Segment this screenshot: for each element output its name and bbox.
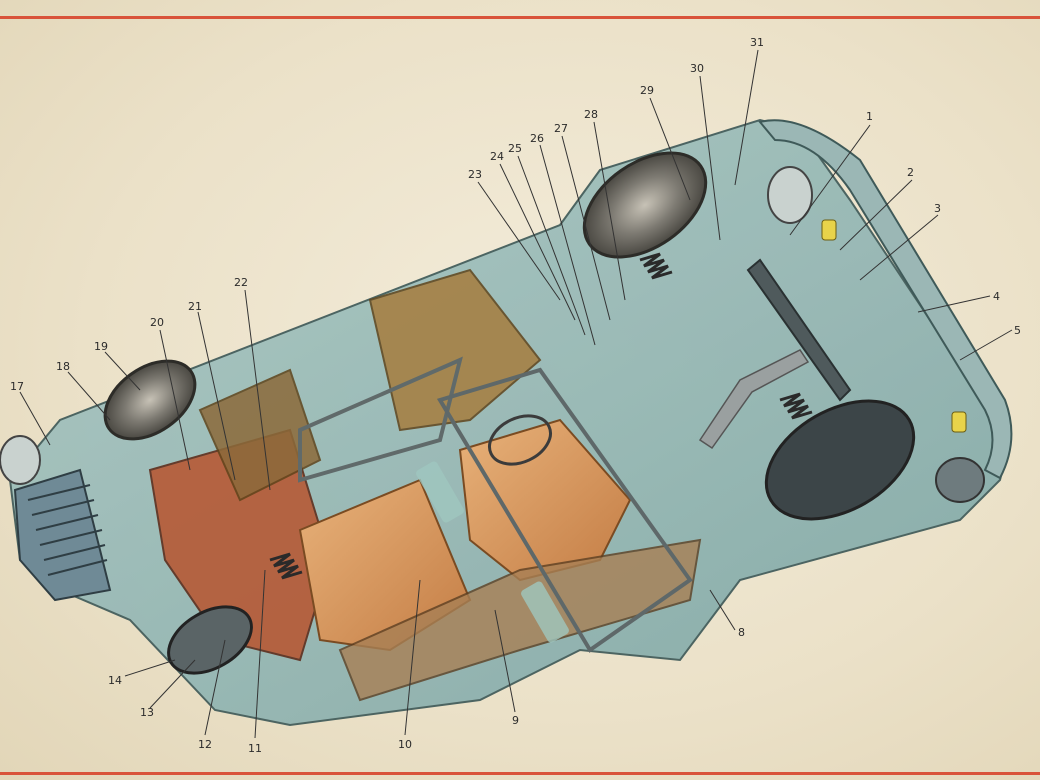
windshield-glass-left <box>416 461 464 523</box>
callout-label: 3 <box>934 202 941 215</box>
rear-wheel-left <box>167 605 253 675</box>
callout-label: 24 <box>490 150 504 163</box>
callout-label: 25 <box>508 142 522 155</box>
headlight-lower <box>935 457 985 503</box>
indicator-lamp-side <box>951 411 967 433</box>
callout-label: 4 <box>993 290 1000 303</box>
callout-label: 22 <box>234 276 248 289</box>
callout-label: 11 <box>248 742 262 755</box>
callout-label: 29 <box>640 84 654 97</box>
windshield-glass-right <box>521 581 569 643</box>
callout-label: 30 <box>690 62 704 75</box>
callout-label: 12 <box>198 738 212 751</box>
rear-wheel-right <box>103 359 197 441</box>
rear-seat-back <box>368 268 542 432</box>
bottom-border-rule <box>0 772 1040 775</box>
front-axle-beam <box>746 258 852 402</box>
callout-label: 10 <box>398 738 412 751</box>
callout-label: 26 <box>530 132 544 145</box>
front-bumper <box>758 119 1013 480</box>
callout-label: 28 <box>584 108 598 121</box>
callout-label: 13 <box>140 706 154 719</box>
callout-label: 2 <box>907 166 914 179</box>
steering-wheel <box>488 414 552 466</box>
tail-light <box>0 435 41 485</box>
callout-label: 8 <box>738 626 745 639</box>
callout-label: 27 <box>554 122 568 135</box>
callout-label: 5 <box>1014 324 1021 337</box>
callout-label: 19 <box>94 340 108 353</box>
headlight-upper <box>767 166 813 224</box>
callouts: 1 2 3 4 5 8 9 10 11 12 13 14 <box>10 36 1021 755</box>
rear-seat-cushion <box>198 368 322 502</box>
callout-label: 31 <box>750 36 764 49</box>
callout-label: 9 <box>512 714 519 727</box>
grille-slats <box>27 484 108 576</box>
front-wheel-left <box>764 399 916 521</box>
exhaust-pipe <box>698 349 810 450</box>
coil-spring-rear <box>269 552 303 580</box>
coil-spring-front <box>639 252 813 420</box>
front-door-frame <box>436 367 693 653</box>
callout-label: 20 <box>150 316 164 329</box>
side-door-panel <box>338 538 702 702</box>
callout-label: 1 <box>866 110 873 123</box>
callout-label: 17 <box>10 380 24 393</box>
top-border-rule <box>0 16 1040 19</box>
callout-label: 18 <box>56 360 70 373</box>
indicator-lamp-front <box>821 219 837 241</box>
callout-label: 21 <box>188 300 202 313</box>
window-frame <box>298 356 463 483</box>
callout-label: 14 <box>108 674 122 687</box>
callout-label: 23 <box>468 168 482 181</box>
front-wheel-right <box>582 151 708 259</box>
